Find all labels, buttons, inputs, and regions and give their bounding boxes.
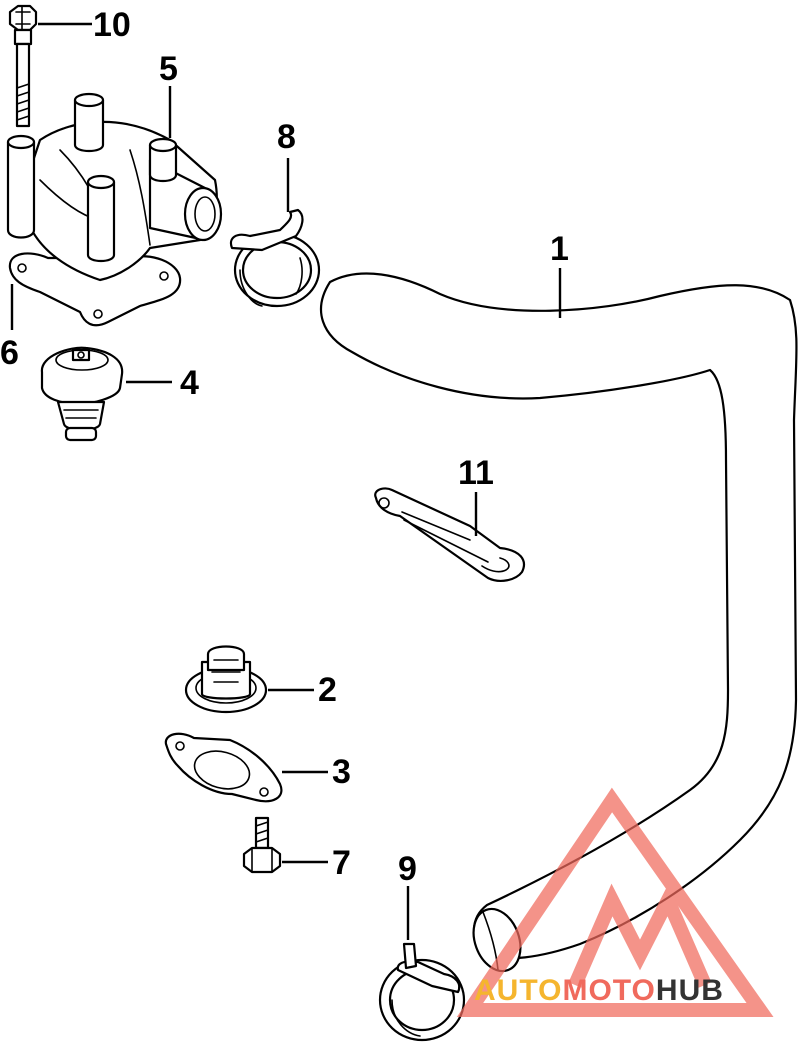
- flange-gasket-part-3: [164, 732, 283, 803]
- bolt-part-10: [8, 4, 38, 128]
- bolt-part-7: [242, 816, 282, 874]
- callout-5: 5: [159, 50, 178, 88]
- watermark-auto: AUTO: [474, 974, 563, 1007]
- watermark-logo: [456, 787, 774, 1017]
- watermark-moto: MOTO: [562, 974, 656, 1007]
- strap-part-11: [374, 487, 526, 582]
- callout-6: 6: [0, 334, 19, 372]
- hose-clamp-part-8: [229, 208, 321, 308]
- callout-7: 7: [332, 844, 351, 882]
- hose-clamp-part-9: [378, 942, 466, 1042]
- callout-10: 10: [93, 6, 131, 44]
- leader-lines: [10, 22, 562, 940]
- callout-1: 1: [550, 230, 569, 268]
- callout-9: 9: [398, 850, 417, 888]
- callout-11: 11: [458, 454, 494, 492]
- thermostat-housing-part-5: [6, 92, 223, 282]
- gasket-part-6: [8, 252, 182, 327]
- callout-4: 4: [180, 364, 199, 402]
- callout-8: 8: [277, 118, 296, 156]
- callout-2: 2: [318, 671, 337, 709]
- watermark-text: AUTOMOTOHUB: [474, 976, 724, 1006]
- thermostat-part-4: [40, 346, 124, 442]
- callout-3: 3: [332, 753, 351, 791]
- watermark-hub: HUB: [655, 974, 724, 1007]
- fitting-part-2: [184, 645, 268, 714]
